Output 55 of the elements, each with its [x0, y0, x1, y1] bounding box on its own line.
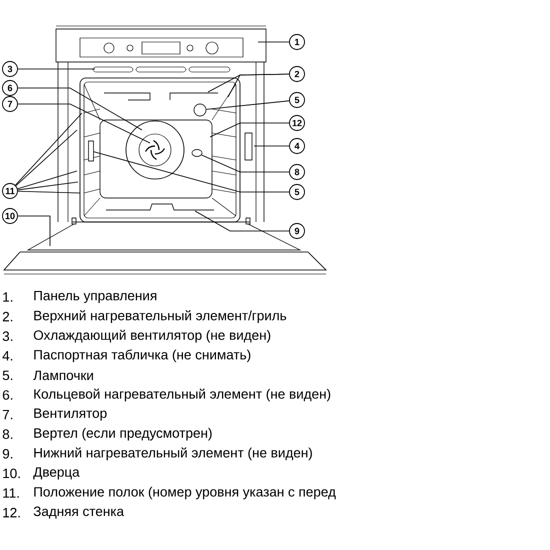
callout-number: 11: [2, 183, 18, 199]
item-text: Панель управления: [34, 290, 156, 304]
item-number: 5.: [2, 370, 12, 380]
callout-number: 10: [2, 208, 18, 224]
leader-line: [210, 122, 290, 138]
leader-line: [194, 210, 290, 232]
item-text: Вертел (если предусмотрен): [34, 428, 212, 440]
item-number: 12.: [3, 508, 20, 518]
item-number: 3.: [2, 331, 12, 341]
lamp: [194, 104, 206, 116]
item-text: Вентилятор: [34, 408, 107, 421]
leader-line: [18, 88, 142, 130]
item-number: 8.: [2, 429, 12, 439]
item-text: Нижний нагревательный элемент (не виден): [34, 447, 312, 460]
callout-number: 9: [289, 223, 305, 239]
leader-line: [93, 151, 290, 192]
leader-line: [15, 112, 82, 186]
leader-line: [15, 130, 78, 186]
item-number: 2.: [2, 312, 12, 322]
callout-number: 1: [289, 34, 305, 50]
lamp: [88, 140, 94, 162]
leader-line: [18, 68, 96, 70]
callout-number: 5: [289, 184, 305, 200]
callout-number: 6: [2, 80, 18, 96]
item-number: 4.: [2, 351, 12, 360]
leader-line: [18, 104, 150, 144]
callout-number: 12: [289, 115, 305, 131]
item-text: Кольцевой нагревательный элемент (не виден): [34, 388, 330, 402]
callout-number: 3: [2, 61, 18, 77]
callout-number: 7: [2, 96, 18, 112]
item-text: Задняя стенка: [34, 506, 124, 519]
leader-line: [228, 74, 290, 98]
item-number: 7.: [2, 410, 12, 420]
item-number: 9.: [2, 449, 12, 459]
item-text: Паспортная табличка (не снимать): [34, 349, 250, 362]
spit-hole: [192, 149, 202, 157]
callout-number: 5: [289, 92, 305, 108]
item-text: Верхний нагревательный элемент/гриль: [34, 310, 286, 324]
item-number: 6.: [2, 390, 12, 400]
item-number: 1.: [3, 292, 12, 302]
leader-line: [17, 170, 78, 190]
item-number: 11.: [3, 488, 19, 498]
item-number: 10.: [3, 468, 20, 478]
item-text: Лампочки: [33, 370, 93, 380]
callout-number: 4: [289, 138, 305, 154]
item-text: Положение полок (номер уровня указан с перед: [34, 486, 336, 500]
callout-number: 2: [289, 66, 305, 82]
leader-line: [206, 100, 290, 110]
leader-line: [17, 182, 78, 190]
item-text: Охлаждающий вентилятор (не виден): [34, 330, 270, 343]
callout-number: 8: [289, 164, 305, 180]
leader-line: [201, 154, 290, 172]
leader-line: [18, 190, 80, 194]
item-text: Дверца: [33, 467, 80, 480]
leader-line: [18, 216, 50, 246]
